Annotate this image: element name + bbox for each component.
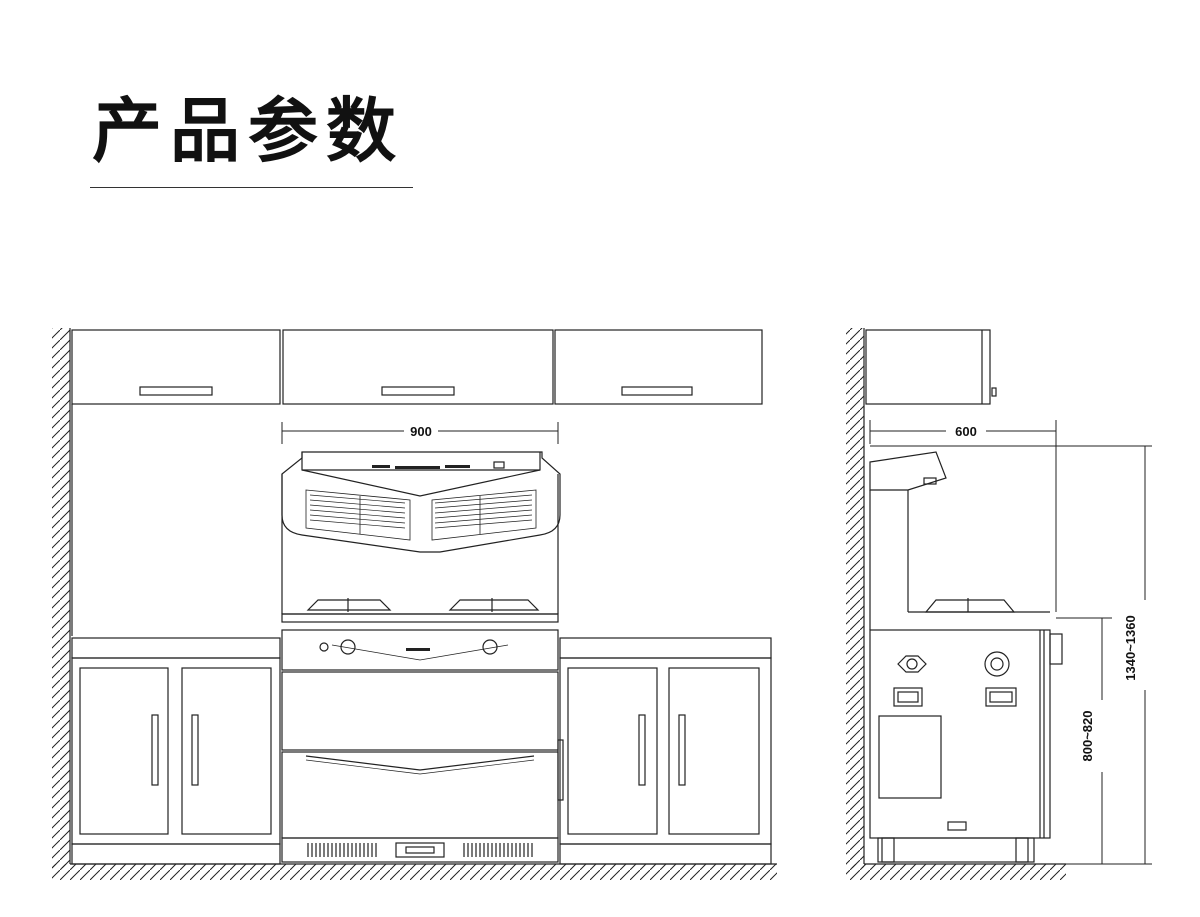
front-burners (306, 598, 540, 612)
side-depth-dimension (869, 420, 1057, 612)
range-hood (281, 451, 561, 553)
front-floor-hatch (52, 864, 777, 880)
side-stove-body (869, 629, 1063, 863)
height-dimensions (870, 445, 1152, 865)
total-height-label: 1340~1360 (1123, 615, 1138, 680)
integrated-stove-body (281, 629, 559, 863)
side-depth-label: 600 (955, 424, 977, 439)
page-title: 产品参数 (92, 90, 404, 172)
side-wall-hatch (846, 328, 864, 868)
side-view (846, 328, 1152, 880)
side-hood (869, 451, 947, 630)
front-wall-hatch (52, 328, 70, 868)
front-width-label: 900 (410, 424, 432, 439)
upper-cabinets (71, 329, 763, 405)
left-base-cabinet (71, 637, 281, 865)
counter-height-label: 800~820 (1080, 711, 1095, 762)
right-base-cabinet (557, 637, 772, 865)
title-underline (90, 187, 413, 188)
side-floor-hatch (846, 864, 1066, 880)
front-view (52, 328, 777, 880)
front-width-dimension (281, 422, 559, 444)
